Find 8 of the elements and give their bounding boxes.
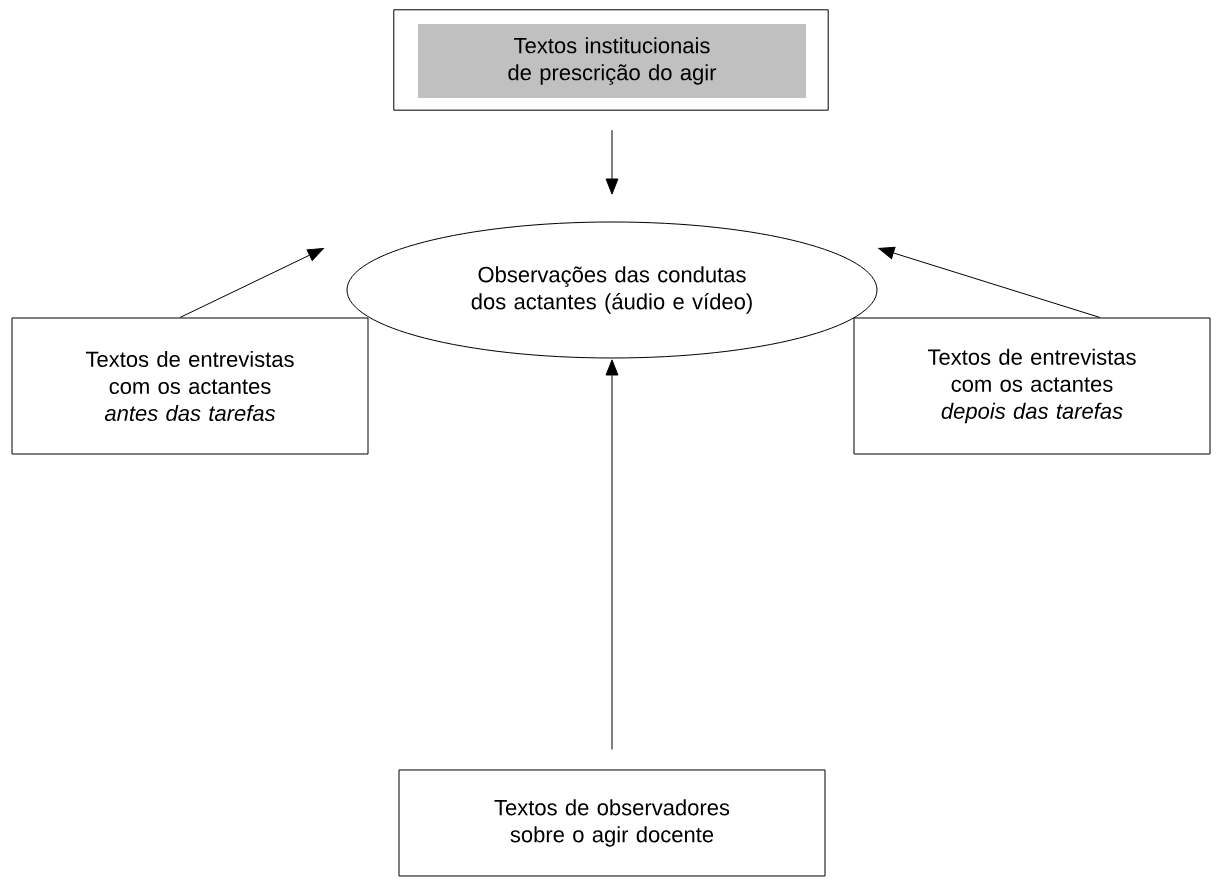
arrow [878, 246, 1101, 318]
shaded-box: Textos institucionais de prescrição do agir [393, 9, 829, 111]
arrow [605, 129, 619, 195]
text-box: Textos de entrevistas com os actantes antes das tarefas [11, 317, 369, 455]
text-box: Textos de entrevistas com os actantes depois das tarefas [853, 317, 1211, 455]
text-box: Textos de observadores sobre o agir docente [398, 769, 826, 877]
arrow [605, 359, 619, 750]
arrow [179, 248, 324, 318]
